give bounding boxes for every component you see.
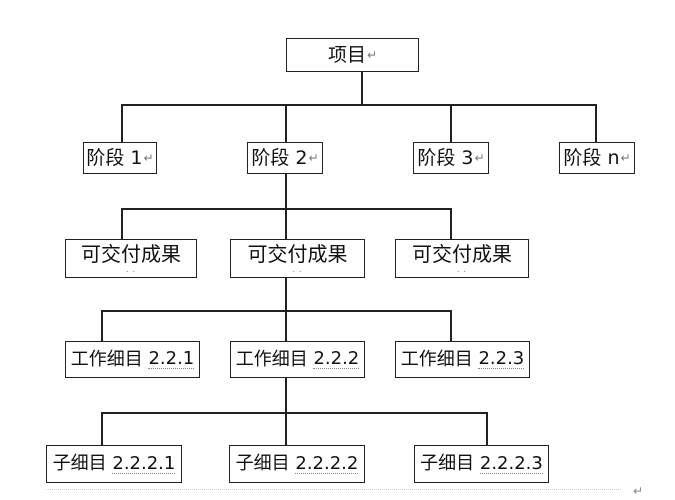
paragraph-mark-icon: ↵ (366, 48, 378, 62)
connector-deliverable2-down (285, 278, 287, 312)
deliverable-label: 可交付成果 (81, 242, 181, 266)
work-package-node-2: 工作细目 2.2.2 (230, 341, 365, 378)
sub-item-node-1: 子细目 2.2.2.1 (46, 445, 182, 483)
connector-phases-bar (121, 104, 597, 106)
connector-root-down (361, 72, 363, 105)
phase-node-3: 阶段 3↵ (413, 142, 489, 174)
page-divider (46, 489, 621, 490)
work-package-prefix: 工作细目 (70, 348, 143, 370)
sub-item-prefix: 子细目 (52, 453, 107, 474)
connector-phase2-down (285, 174, 287, 210)
phase-node-n: 阶段 n↵ (559, 142, 635, 174)
sub-item-node-2: 子细目 2.2.2.2 (229, 445, 365, 483)
connector-workpackage-3 (450, 310, 452, 342)
cropped-text-fragment: · · (126, 268, 136, 276)
sub-item-prefix: 子细目 (420, 453, 475, 474)
work-package-node-1: 工作细目 2.2.1 (65, 341, 200, 378)
sub-item-code: 2.2.2.3 (479, 452, 543, 474)
connector-workpackage-1 (101, 310, 103, 342)
work-package-prefix: 工作细目 (400, 348, 473, 370)
deliverable-node-2: 可交付成果 · · (230, 239, 365, 278)
connector-phase-3 (450, 104, 452, 144)
connector-workpackages-bar (101, 310, 452, 312)
sub-item-node-3: 子细目 2.2.2.3 (414, 445, 549, 483)
cropped-text-fragment: · · (457, 268, 467, 276)
work-package-node-3: 工作细目 2.2.3 (395, 341, 530, 378)
connector-subitem-3 (486, 412, 488, 446)
phase-label: 阶段 1 (86, 146, 143, 169)
work-package-prefix: 工作细目 (235, 348, 308, 370)
phase-node-2: 阶段 2↵ (247, 142, 323, 174)
work-package-code: 2.2.1 (148, 348, 195, 369)
paragraph-mark-icon: ↵ (143, 151, 154, 165)
connector-subitems-bar (101, 412, 488, 414)
sub-item-code: 2.2.2.2 (295, 452, 359, 474)
deliverable-node-1: 可交付成果 · · (65, 239, 197, 278)
root-label: 项目 (327, 43, 366, 66)
phase-label: 阶段 3 (417, 146, 474, 169)
connector-phase-1 (121, 104, 123, 144)
connector-workpackage-2 (285, 310, 287, 342)
paragraph-mark-icon: ↵ (308, 151, 319, 165)
phase-label: 阶段 n (563, 146, 620, 169)
connector-subitem-2 (285, 412, 287, 446)
phase-node-1: 阶段 1↵ (83, 142, 157, 174)
deliverable-label: 可交付成果 (247, 242, 348, 266)
connector-phase-n (595, 104, 597, 144)
deliverable-node-3: 可交付成果 · · (395, 239, 529, 278)
paragraph-mark-icon: ↵ (620, 151, 631, 165)
connector-deliverable-3 (450, 208, 452, 240)
phase-label: 阶段 2 (251, 146, 308, 169)
connector-deliverable-1 (121, 208, 123, 240)
sub-item-code: 2.2.2.1 (112, 452, 176, 474)
cropped-text-fragment: · · (292, 268, 303, 276)
connector-workpackage2-down (285, 378, 287, 414)
connector-subitem-1 (101, 412, 103, 446)
connector-phase-2 (285, 104, 287, 144)
connector-deliverable-2 (285, 208, 287, 240)
root-node: 项目↵ (286, 38, 419, 72)
paragraph-mark-icon: ↵ (474, 151, 485, 165)
work-package-code: 2.2.2 (313, 348, 360, 369)
sub-item-prefix: 子细目 (235, 453, 290, 474)
paragraph-mark-icon: ↵ (633, 484, 644, 498)
deliverable-label: 可交付成果 (412, 242, 512, 266)
work-package-code: 2.2.3 (478, 348, 525, 369)
